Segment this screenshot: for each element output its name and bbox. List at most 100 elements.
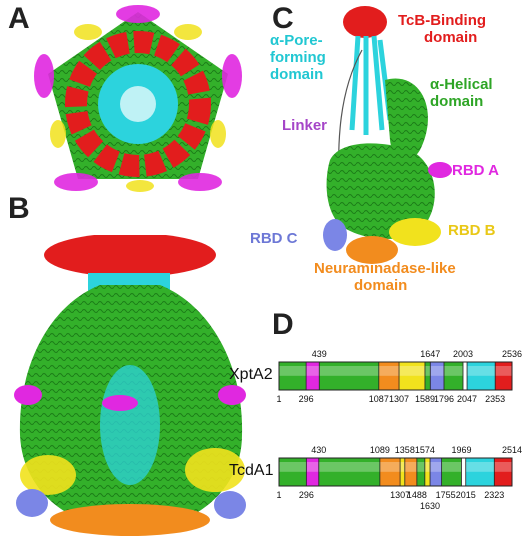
panel-letter-d: D [272, 308, 294, 341]
tick-label-bottom: 1589 [415, 394, 435, 404]
label-helical: α-Helical domain [430, 76, 493, 110]
tick-label-bottom: 296 [299, 394, 314, 404]
orange-base [50, 504, 210, 536]
domain-segment [424, 362, 431, 390]
tick-label-bottom: 2015 [456, 490, 476, 500]
domain-segment [306, 362, 320, 390]
label-pore-line3: domain [270, 66, 324, 83]
bar-gloss [279, 462, 512, 472]
right-blue-domain [214, 491, 246, 519]
tick-label-bottom: 1 [276, 490, 281, 500]
tick-label-bottom: 1087 [369, 394, 389, 404]
left-yellow-domain [20, 455, 76, 495]
rbd-b-yellow [389, 218, 441, 246]
tick-label-bottom: 2353 [485, 394, 505, 404]
tick-label-bottom: 2323 [484, 490, 504, 500]
label-pore-forming: α-Pore- forming domain [270, 32, 326, 83]
tick-label-top: 1969 [451, 445, 471, 455]
map-label-xpta2: XptA2 [229, 366, 273, 383]
domain-segment [461, 458, 466, 486]
label-rbd-a: RBD A [452, 162, 499, 179]
domain-segment [494, 458, 512, 486]
center-magenta-domain [102, 395, 138, 411]
left-magenta-domain [14, 385, 42, 405]
tick-label-bottom: 1307 [390, 490, 410, 500]
tick-label-bottom: 1755 [436, 490, 456, 500]
outer-magenta-domains [34, 5, 242, 191]
right-magenta-domain [218, 385, 246, 405]
label-helical-line1: α-Helical [430, 76, 493, 93]
domain-segment [318, 458, 380, 486]
domain-segment [279, 458, 307, 486]
tick-label-bottom: 1488 [407, 490, 427, 500]
domain-segment [443, 362, 464, 390]
label-neur-line2: domain [354, 277, 408, 294]
domain-segment [279, 362, 307, 390]
inner-cyan-core [100, 365, 160, 485]
tick-label-top: 2003 [453, 349, 473, 359]
tick-label-bottom: 1630 [420, 501, 440, 511]
helical-green-body [326, 143, 435, 240]
domain-segment [399, 362, 425, 390]
domain-segment [379, 458, 401, 486]
panel-letter-c: C [272, 2, 294, 35]
domain-segment [424, 458, 431, 486]
rbd-a-magenta [428, 162, 452, 178]
tick-label-top: 1089 [370, 445, 390, 455]
label-helical-line2: domain [430, 93, 484, 110]
tick-label-bottom: 296 [299, 490, 314, 500]
domain-segment [378, 362, 400, 390]
label-neur-line1: Neuraminadase-like [314, 260, 456, 277]
bar-gloss [279, 366, 512, 376]
label-rbd-b: RBD B [448, 222, 496, 239]
tick-label-top: 1647 [420, 349, 440, 359]
structure-top-view [34, 5, 242, 192]
label-tcb-binding: TcB-Binding domain [398, 12, 486, 46]
neuraminidase-orange [346, 236, 398, 264]
structure-side-view [14, 235, 246, 536]
label-pore-line2: forming [270, 49, 326, 66]
right-yellow-domain [185, 448, 245, 492]
bar-outline [278, 361, 513, 391]
pore-helices [349, 35, 393, 135]
domain-segment [306, 458, 319, 486]
tick-label-top: 430 [311, 445, 326, 455]
tick-label-bottom: 1307 [389, 394, 409, 404]
label-pore-line1: α-Pore- [270, 32, 323, 49]
red-cap [44, 235, 216, 277]
domain-segment [400, 458, 405, 486]
label-tcb-binding-line2: domain [424, 29, 478, 46]
helical-green-top [385, 78, 428, 161]
domain-segment [463, 362, 468, 390]
pore-center [120, 86, 156, 122]
yellow-domains [50, 24, 226, 192]
panel-letter-a: A [8, 2, 30, 35]
label-neuraminidase: Neuraminadase-like domain [314, 260, 456, 294]
tick-label-top: 2536 [502, 349, 522, 359]
bar-outline [278, 457, 513, 487]
domain-segment [416, 458, 425, 486]
tick-label-bottom: 1 [276, 394, 281, 404]
domain-segment [441, 458, 462, 486]
domain-segment [430, 458, 442, 486]
tick-label-bottom: 1796 [434, 394, 454, 404]
label-rbd-c: RBD C [250, 230, 298, 247]
label-linker: Linker [282, 117, 328, 134]
domain-segment [465, 458, 495, 486]
tick-label-top: 439 [312, 349, 327, 359]
domain-segment [430, 362, 444, 390]
label-tcb-binding-line1: TcB-Binding [398, 12, 487, 29]
domain-segment [495, 362, 512, 390]
domain-segment [404, 458, 417, 486]
map-label-tcda1: TcdA1 [229, 462, 274, 479]
rbd-c-blue [323, 219, 347, 251]
left-blue-domain [16, 489, 48, 517]
domain-segment [319, 362, 379, 390]
tick-label-bottom: 2047 [457, 394, 477, 404]
tcb-binding-red [343, 6, 387, 38]
tick-label-top: 1574 [415, 445, 435, 455]
red-ring [65, 31, 211, 177]
tick-label-top: 2514 [502, 445, 522, 455]
panel-letter-b: B [8, 192, 30, 225]
tick-label-top: 1358 [395, 445, 415, 455]
